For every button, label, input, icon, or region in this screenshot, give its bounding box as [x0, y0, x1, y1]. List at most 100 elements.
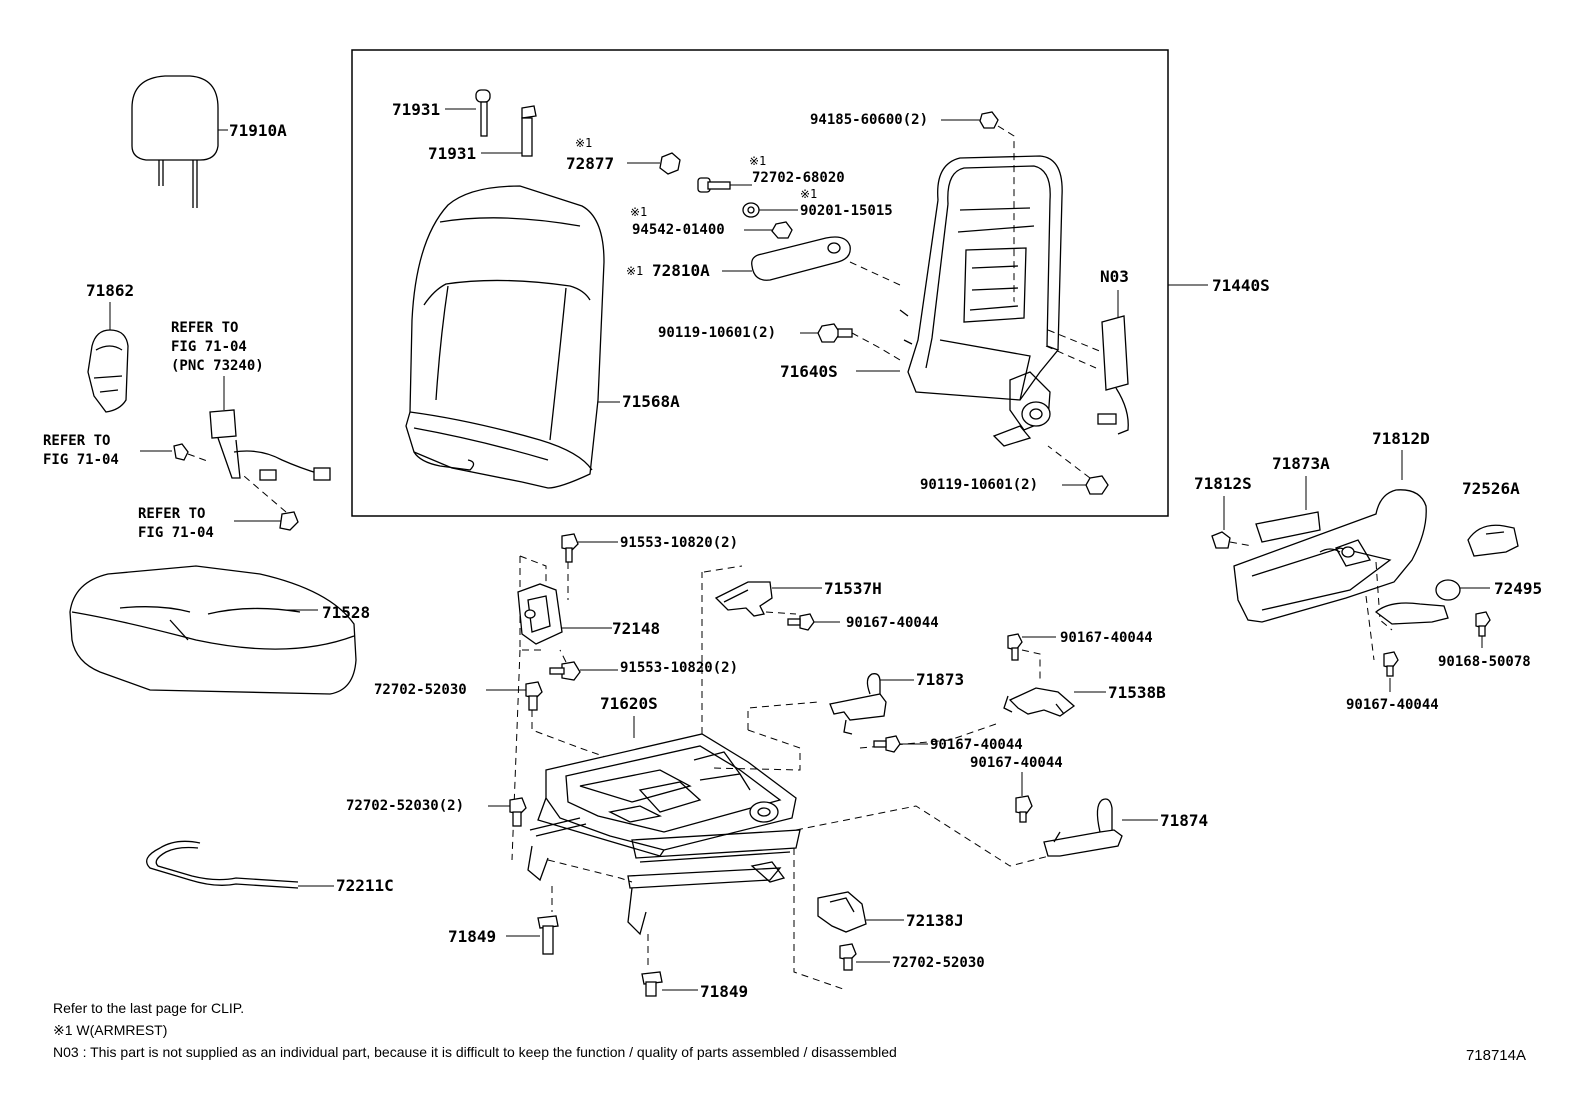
bolt-90167-40044-e — [1383, 651, 1399, 692]
knob-72495 — [1435, 579, 1490, 601]
bolt-72702-52030-bottom — [839, 943, 890, 971]
refer-to-fig-3-line2[interactable]: FIG 71-04 — [138, 525, 214, 541]
note-mark-72810A: ※1 — [626, 264, 643, 278]
part-number-N03[interactable]: N03 — [1100, 267, 1129, 286]
assembly-dash-lines — [547, 701, 1097, 991]
cover-72138J — [817, 891, 904, 933]
side-airbag-N03 — [1045, 290, 1129, 435]
seatback-assembly-frame — [351, 49, 1169, 517]
bolt-90168-50078 — [1475, 611, 1491, 648]
bolt-refer-fig-3 — [234, 475, 299, 531]
bracket-71538B — [1003, 687, 1106, 717]
part-number-71537H[interactable]: 71537H — [824, 579, 882, 598]
bolt-90167-40044-c — [1007, 633, 1056, 680]
bolt-90119-10601-lower — [1047, 445, 1109, 495]
part-number-90201-15015[interactable]: 90201-15015 — [800, 203, 893, 219]
bolt-71849-bottom — [641, 934, 698, 997]
refer-to-fig-2-line2[interactable]: FIG 71-04 — [43, 452, 119, 468]
part-number-72148[interactable]: 72148 — [612, 619, 660, 638]
footnote-armrest: ※1 W(ARMREST) — [53, 1022, 168, 1038]
seat-belt-buckle — [209, 376, 331, 481]
screw-71812S — [1211, 496, 1253, 549]
bolt-72702-52030-top — [486, 681, 621, 763]
bolt-90167-40044-d — [1015, 772, 1033, 823]
seatback-cover-71568A — [405, 185, 620, 489]
bolt-72702-52030-mid — [488, 797, 527, 827]
bolt-90167-40044-a — [787, 613, 840, 631]
part-number-90168-50078[interactable]: 90168-50078 — [1438, 654, 1531, 670]
part-number-71440S[interactable]: 71440S — [1212, 276, 1270, 295]
headrest-support-71931 — [445, 89, 537, 157]
bolt-71849-left — [506, 886, 559, 955]
bracket-72148 — [517, 555, 612, 651]
note-mark-94542-01400: ※1 — [630, 205, 647, 219]
seat-cushion-71528 — [69, 565, 357, 695]
cap-72877 — [627, 152, 681, 175]
part-number-71849-left[interactable]: 71849 — [448, 927, 496, 946]
note-mark-72702-68020: ※1 — [749, 154, 766, 168]
cover-71862 — [87, 302, 129, 413]
part-number-71874[interactable]: 71874 — [1160, 811, 1208, 830]
part-number-71931-top[interactable]: 71931 — [392, 100, 440, 119]
part-number-71873A[interactable]: 71873A — [1272, 454, 1330, 473]
part-number-72702-52030-bottom[interactable]: 72702-52030 — [892, 955, 985, 971]
note-mark-90201-15015: ※1 — [800, 187, 817, 201]
seat-cushion-frame-71620S — [511, 565, 801, 936]
knob-72526A — [1467, 524, 1519, 557]
part-number-90119-10601-upper[interactable]: 90119-10601(2) — [658, 325, 776, 341]
bolt-72702-68020 — [697, 177, 752, 193]
part-number-72702-52030-top[interactable]: 72702-52030 — [374, 682, 467, 698]
part-number-90167-40044-b[interactable]: 90167-40044 — [930, 737, 1023, 753]
refer-to-fig-1-line3[interactable]: (PNC 73240) — [171, 358, 264, 374]
bolt-refer-fig-2 — [140, 443, 211, 463]
part-number-90167-40044-e[interactable]: 90167-40044 — [1346, 697, 1439, 713]
part-number-71568A[interactable]: 71568A — [622, 392, 680, 411]
part-number-90167-40044-d[interactable]: 90167-40044 — [970, 755, 1063, 771]
part-number-71910A[interactable]: 71910A — [229, 121, 287, 140]
part-number-72702-68020[interactable]: 72702-68020 — [752, 170, 845, 186]
bolt-91553-10820-bottom — [549, 649, 618, 681]
part-number-71812S[interactable]: 71812S — [1194, 474, 1252, 493]
part-number-94185-60600[interactable]: 94185-60600(2) — [810, 112, 928, 128]
footnote-clip: Refer to the last page for CLIP. — [53, 1000, 245, 1016]
part-number-71931-bottom[interactable]: 71931 — [428, 144, 476, 163]
bolt-94185-60600 — [941, 111, 1015, 340]
side-shield-71812D — [1233, 450, 1427, 661]
part-number-71849-bottom[interactable]: 71849 — [700, 982, 748, 1001]
nut-94542-01400 — [744, 221, 793, 239]
diagram-id: 718714A — [1465, 1047, 1526, 1064]
refer-to-fig-1-line2[interactable]: FIG 71-04 — [171, 339, 247, 355]
bracket-71537H — [714, 581, 822, 617]
lever-72495 — [1374, 602, 1449, 625]
bracket-71873 — [829, 673, 914, 735]
part-number-72810A[interactable]: 72810A — [652, 261, 710, 280]
part-number-72702-52030-mid[interactable]: 72702-52030(2) — [346, 798, 464, 814]
part-number-72495[interactable]: 72495 — [1494, 579, 1542, 598]
part-number-94542-01400[interactable]: 94542-01400 — [632, 222, 725, 238]
part-number-91553-10820-bottom[interactable]: 91553-10820(2) — [620, 660, 738, 676]
part-number-72877[interactable]: 72877 — [566, 154, 614, 173]
armrest-72810A — [722, 236, 901, 286]
part-number-72526A[interactable]: 72526A — [1462, 479, 1520, 498]
part-number-90167-40044-c[interactable]: 90167-40044 — [1060, 630, 1153, 646]
seatback-frame-71640S — [856, 155, 1063, 447]
refer-to-fig-2-line1: REFER TO — [43, 433, 110, 449]
part-number-71528[interactable]: 71528 — [322, 603, 370, 622]
bracket-71874 — [1043, 798, 1158, 857]
bolt-91553-10820-top — [561, 533, 618, 600]
part-number-72211C[interactable]: 72211C — [336, 876, 394, 895]
part-number-91553-10820-top[interactable]: 91553-10820(2) — [620, 535, 738, 551]
part-number-71862[interactable]: 71862 — [86, 281, 134, 300]
part-number-72138J[interactable]: 72138J — [906, 911, 964, 930]
washer-90201-15015 — [742, 202, 798, 218]
note-mark-72877: ※1 — [575, 136, 592, 150]
wire-72211C — [146, 840, 334, 889]
part-number-90119-10601-lower[interactable]: 90119-10601(2) — [920, 477, 1038, 493]
part-number-90167-40044-a[interactable]: 90167-40044 — [846, 615, 939, 631]
part-number-71873[interactable]: 71873 — [916, 670, 964, 689]
part-number-71538B[interactable]: 71538B — [1108, 683, 1166, 702]
part-number-71812D[interactable]: 71812D — [1372, 429, 1430, 448]
part-number-71640S[interactable]: 71640S — [780, 362, 838, 381]
part-number-71620S[interactable]: 71620S — [600, 694, 658, 713]
